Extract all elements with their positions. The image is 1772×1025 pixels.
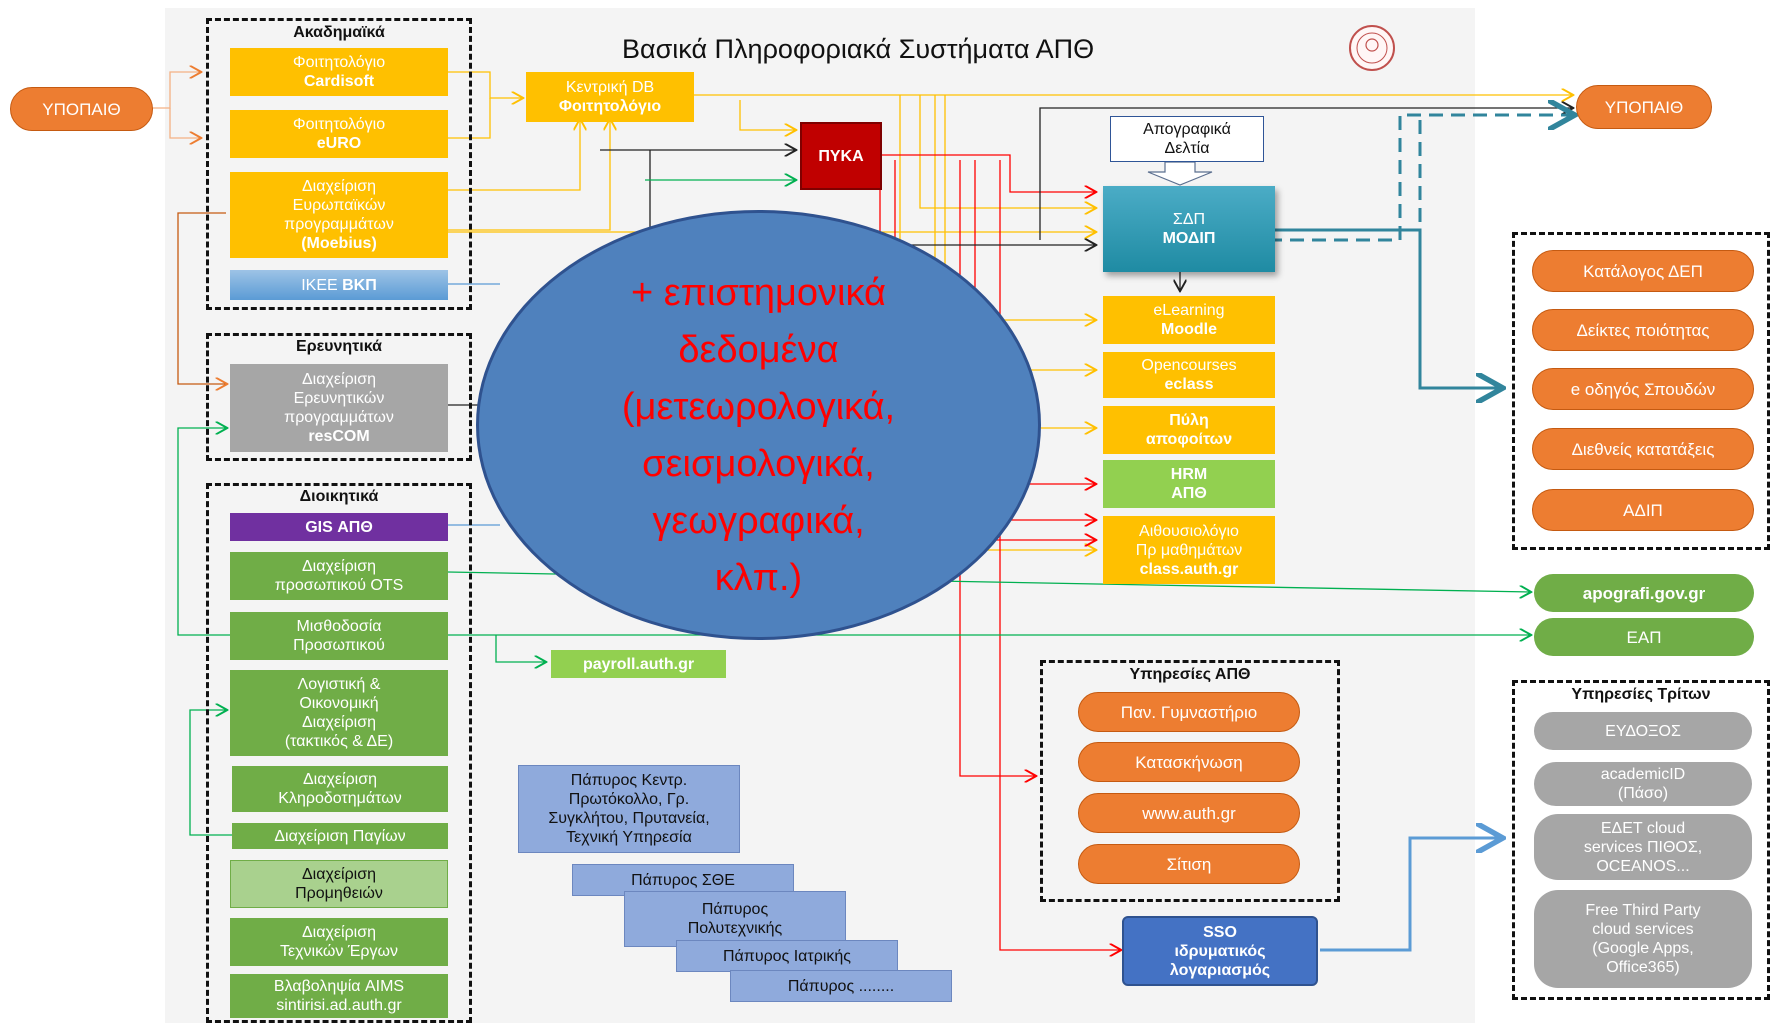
- service-website: www.auth.gr: [1078, 793, 1300, 833]
- papyrus-medical: Πάπυρος Ιατρικής: [676, 940, 898, 972]
- node-moebius-name: (Moebius): [301, 235, 377, 252]
- group-services-third-title: Υπηρεσίες Τρίτων: [1571, 686, 1711, 703]
- node-payroll: Μισθοδοσία Προσωπικού: [230, 612, 448, 660]
- node-hrm: HRM ΑΠΘ: [1103, 460, 1275, 508]
- papyrus-sthe: Πάπυρος ΣΘΕ: [572, 864, 794, 896]
- group-right-outputs: [1512, 232, 1770, 550]
- node-sdp-name: ΜΟΔΙΠ: [1162, 230, 1216, 247]
- node-assets: Διαχείριση Παγίων: [232, 823, 448, 849]
- node-aims-host: sintirisi.ad.auth.gr: [276, 997, 402, 1014]
- group-academic: [206, 18, 472, 310]
- third-free-cloud: Free Third Party cloud services (Google …: [1534, 890, 1752, 988]
- node-opencourses-label: Opencourses: [1141, 357, 1237, 374]
- upopaith-right: ΥΠΟΠΑΙΘ: [1576, 85, 1712, 129]
- node-payroll-site: payroll.auth.gr: [551, 650, 726, 678]
- node-pyka: ΠΥΚΑ: [800, 122, 882, 190]
- papyrus-polytechnic: Πάπυρος Πολυτεχνικής: [624, 891, 846, 947]
- diagram-title: Βασικά Πληροφοριακά Συστήματα ΑΠΘ: [622, 34, 1095, 64]
- node-cardisoft-label: Φοιτητολόγιο: [292, 54, 386, 71]
- node-aims: Βλαβοληψία AIMS sintirisi.ad.auth.gr: [230, 974, 448, 1018]
- node-sdp-label: ΣΔΠ: [1172, 211, 1206, 228]
- node-apografika: Απογραφικά Δελτία: [1110, 116, 1264, 162]
- group-research: [206, 333, 472, 461]
- group-services-auth-title: Υπηρεσίες ΑΠΘ: [1129, 666, 1251, 683]
- node-moodle: eLearning Moodle: [1103, 296, 1275, 344]
- scientific-data-ellipse: [476, 210, 1041, 640]
- node-opencourses-name: eclass: [1164, 376, 1214, 393]
- node-moodle-label: eLearning: [1153, 302, 1225, 319]
- node-bequests: Διαχείριση Κληροδοτημάτων: [232, 766, 448, 812]
- node-moebius-label: Διαχείριση Ευρωπαϊκών προγραμμάτων: [284, 178, 394, 233]
- node-works: Διαχείριση Τεχνικών Έργων: [230, 918, 448, 966]
- output-study-guide: e οδηγός Σπουδών: [1532, 368, 1754, 410]
- node-ikee: ΙΚΕΕ ΒΚΠ: [230, 270, 448, 300]
- node-aims-label: Βλαβοληψία AIMS: [273, 978, 405, 995]
- node-rescom-name: resCOM: [308, 428, 370, 445]
- node-logistics: Λογιστική & Οικονομική Διαχείριση (τακτι…: [230, 670, 448, 756]
- third-gunet-cloud: ΕΔΕΤ cloud services ΠΙΘΟΣ, OCEANOS...: [1534, 814, 1752, 880]
- node-rescom-label: Διαχείριση Ερευνητικών προγραμμάτων: [284, 371, 394, 426]
- node-class-host: class.auth.gr: [1139, 560, 1239, 578]
- node-class: Αιθουσιολόγιο Πρ μαθημάτων class.auth.gr: [1103, 516, 1275, 584]
- node-class-label: Αιθουσιολόγιο Πρ μαθημάτων: [1135, 522, 1243, 559]
- service-camp: Κατασκήνωση: [1078, 742, 1300, 782]
- service-gym: Παν. Γυμναστήριο: [1078, 692, 1300, 732]
- output-dep-catalog: Κατάλογος ΔΕΠ: [1532, 250, 1754, 292]
- node-opencourses: Opencourses eclass: [1103, 352, 1275, 398]
- scientific-data-text: + επιστημονικά δεδομένα (μετεωρολογικά, …: [621, 272, 896, 599]
- node-sdp-modip: ΣΔΠ ΜΟΔΙΠ: [1103, 186, 1275, 272]
- papyrus-central: Πάπυρος Κεντρ. Πρωτόκολλο, Γρ. Συγκλήτου…: [518, 765, 740, 853]
- output-international-rankings: Διεθνείς κατατάξεις: [1532, 428, 1754, 470]
- output-quality-indicators: Δείκτες ποιότητας: [1532, 309, 1754, 351]
- node-central-db: Κεντρική DB Φοιτητολόγιο: [526, 72, 694, 122]
- third-academic-id: academicID (Πάσο): [1534, 762, 1752, 806]
- output-adip: ΑΔΙΠ: [1532, 489, 1754, 531]
- node-euro-label: Φοιτητολόγιο: [292, 116, 386, 133]
- node-rescom: Διαχείριση Ερευνητικών προγραμμάτων resC…: [230, 364, 448, 452]
- node-procurement: Διαχείριση Προμηθειών: [230, 860, 448, 908]
- group-services-auth: [1040, 660, 1340, 902]
- node-euro-name: eURO: [316, 135, 362, 152]
- node-eap: ΕΑΠ: [1534, 618, 1754, 656]
- node-euro: Φοιτητολόγιο eURO: [230, 110, 448, 158]
- third-eudoxus: ΕΥΔΟΞΟΣ: [1534, 712, 1752, 750]
- upopaith-left: ΥΠΟΠΑΙΘ: [10, 87, 153, 131]
- node-moebius: Διαχείριση Ευρωπαϊκών προγραμμάτων (Moeb…: [230, 172, 448, 258]
- node-alumni: Πύλη αποφοίτων: [1103, 406, 1275, 454]
- node-sso: SSO ιδρυματικός λογαριασμός: [1122, 916, 1318, 986]
- group-admin-title: Διοικητικά: [299, 488, 379, 505]
- node-cardisoft-name: Cardisoft: [303, 73, 375, 90]
- group-academic-title: Ακαδημαϊκά: [293, 24, 385, 41]
- service-dining: Σίτιση: [1078, 844, 1300, 884]
- group-services-third: [1512, 680, 1770, 1000]
- node-ots: Διαχείριση προσωπικού OTS: [230, 552, 448, 600]
- node-central-db-label: Κεντρική DB: [565, 79, 655, 96]
- group-admin: [206, 483, 472, 1023]
- node-moodle-name: Moodle: [1161, 321, 1217, 338]
- university-emblem-icon: [1349, 25, 1395, 71]
- papyrus-other: Πάπυρος ........: [730, 970, 952, 1002]
- node-ikee-name: ΒΚΠ: [342, 276, 377, 294]
- node-gis: GIS ΑΠΘ: [230, 513, 448, 541]
- node-cardisoft: Φοιτητολόγιο Cardisoft: [230, 48, 448, 96]
- node-central-db-name: Φοιτητολόγιο: [558, 98, 662, 115]
- node-ikee-label: ΙΚΕΕ: [301, 276, 338, 294]
- group-research-title: Ερευνητικά: [296, 338, 382, 355]
- node-apografi: apografi.gov.gr: [1534, 574, 1754, 612]
